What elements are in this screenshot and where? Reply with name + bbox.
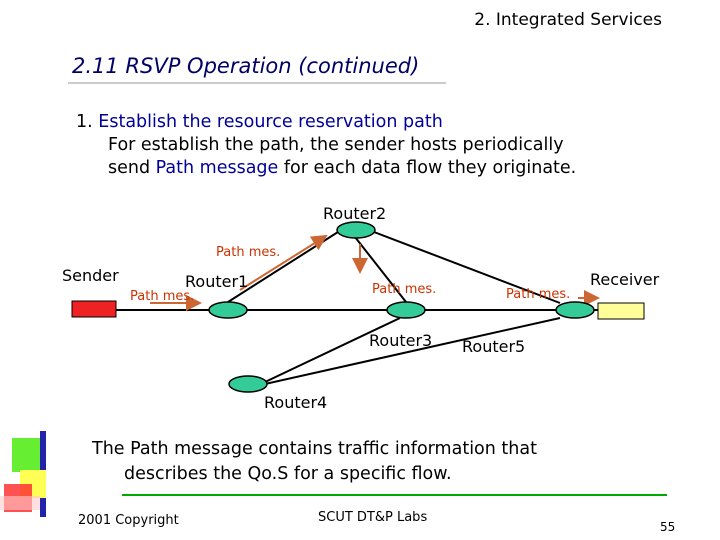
link-router3-router4 — [264, 317, 401, 383]
section-header: 2. Integrated Services — [474, 10, 662, 30]
title-underline — [68, 82, 446, 84]
body-line-2: send Path message for each data flow the… — [108, 157, 576, 180]
router2-label: Router2 — [323, 204, 387, 223]
network-links — [116, 231, 598, 385]
router2-node — [336, 221, 376, 239]
path-label-router5-receiver: Path mes. — [506, 287, 571, 302]
path-arrow-router1-router2 — [239, 234, 328, 291]
path-arrows — [150, 234, 600, 311]
receiver-host — [597, 302, 645, 320]
router5-node — [555, 301, 595, 319]
bullet-point: 1. Establish the resource reservation pa… — [76, 111, 443, 134]
footer-copyright: 2001 Copyright — [78, 513, 179, 528]
slide-title: 2.11 RSVP Operation (continued) — [72, 54, 420, 78]
note-line-2: describes the Qo.S for a specific flow. — [124, 464, 452, 484]
path-label-sender-router1: Path mes. — [130, 289, 195, 304]
sender-host — [71, 300, 117, 318]
router1-node — [208, 301, 248, 319]
router3-node — [386, 301, 426, 319]
corner-decoration — [0, 431, 46, 517]
router1-label: Router1 — [185, 272, 249, 291]
link-router1-router2 — [227, 231, 339, 303]
page-number: 55 — [660, 520, 676, 534]
note-line-1: The Path message contains traffic inform… — [92, 439, 537, 459]
link-router2-router5 — [373, 231, 561, 304]
router4-node — [228, 375, 268, 393]
router5-label: Router5 — [462, 337, 526, 356]
router3-label: Router3 — [369, 331, 433, 350]
footer-lab-name: SCUT DT&P Labs — [318, 510, 428, 525]
path-message-term: Path message — [155, 158, 279, 178]
path-label-router1-router2: Path mes. — [216, 245, 281, 260]
link-router4-router5 — [264, 317, 561, 385]
bullet-heading: Establish the resource reservation path — [98, 112, 443, 132]
body-line-2-suffix: for each data flow they originate. — [278, 158, 577, 178]
path-label-router2-router3: Path mes. — [372, 282, 437, 297]
link-router2-router3 — [354, 236, 407, 303]
router4-label: Router4 — [264, 393, 328, 412]
footer-rule — [122, 494, 667, 496]
sender-label: Sender — [62, 266, 119, 285]
receiver-label: Receiver — [590, 270, 660, 289]
body-line-1: For establish the path, the sender hosts… — [108, 135, 564, 155]
body-line-2-prefix: send — [108, 158, 156, 178]
bullet-number: 1. — [76, 112, 93, 132]
